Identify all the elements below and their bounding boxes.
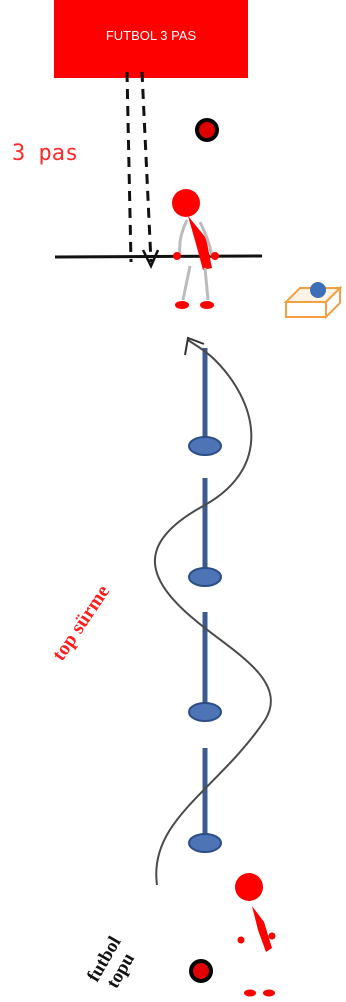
player-figure-icon [235, 873, 276, 997]
slalom-pole-icon [188, 478, 222, 587]
dribble-label: top sürme [48, 581, 114, 665]
slalom-pole-icon [188, 748, 222, 853]
goal-label: FUTBOL 3 PAS [106, 28, 197, 43]
ball-box-icon [283, 282, 343, 320]
start-line [54, 254, 263, 259]
red-ball-icon [189, 959, 213, 983]
slalom-pole-icon [188, 348, 222, 456]
curved-dribble-arrow [154, 339, 272, 886]
player-figure-icon [172, 189, 219, 309]
dashed-pass-arrow [125, 71, 153, 263]
pass-label: 3 pas [12, 141, 78, 166]
dribble-arrow-head [184, 336, 205, 356]
slalom-poles [188, 348, 222, 853]
ball-label: futbol topu [83, 933, 139, 992]
red-ball-icon [195, 118, 219, 142]
goal-box: FUTBOL 3 PAS [54, 0, 248, 78]
